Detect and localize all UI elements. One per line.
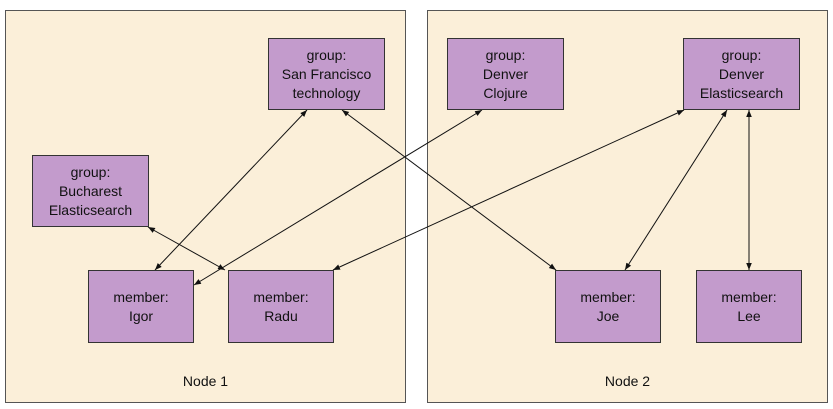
- group-label: group:: [485, 46, 526, 63]
- member-joe: member: Joe: [555, 270, 661, 343]
- member-label: member:: [253, 288, 309, 305]
- group-name-line2: technology: [292, 84, 361, 101]
- group-name-line1: Bucharest: [58, 182, 123, 199]
- member-igor: member: Igor: [88, 270, 194, 343]
- member-label: member:: [113, 288, 169, 305]
- group-denver-elasticsearch: group: Denver Elasticsearch: [683, 38, 800, 110]
- group-denver-clojure: group: Denver Clojure: [447, 38, 564, 110]
- group-bucharest-elasticsearch: group: Bucharest Elasticsearch: [32, 155, 149, 227]
- group-label: group:: [306, 46, 347, 63]
- group-label: group:: [70, 163, 111, 180]
- group-name-line2: Clojure: [483, 84, 528, 101]
- group-label: group:: [721, 46, 762, 63]
- link-igor-sf: [154, 109, 308, 271]
- member-radu: member: Radu: [228, 270, 334, 343]
- link-joe-sf: [341, 109, 557, 271]
- link-radu-bucharest: [147, 226, 226, 271]
- group-san-francisco-technology: group: San Francisco technology: [268, 38, 385, 110]
- member-lee: member: Lee: [696, 270, 802, 343]
- node-2-label: Node 2: [604, 373, 651, 389]
- link-radu-denver-es: [332, 109, 685, 271]
- member-name: Lee: [737, 307, 761, 324]
- group-name-line1: Denver: [482, 65, 529, 82]
- member-label: member:: [721, 288, 777, 305]
- member-name: Joe: [596, 307, 620, 324]
- link-igor-denver-clojure: [193, 109, 483, 286]
- group-name-line1: Denver: [718, 65, 765, 82]
- member-name: Radu: [264, 307, 298, 324]
- group-name-line1: San Francisco: [281, 65, 372, 82]
- link-joe-denver-es: [624, 109, 728, 271]
- member-name: Igor: [128, 307, 154, 324]
- member-label: member:: [580, 288, 636, 305]
- group-name-line2: Elasticsearch: [48, 201, 133, 218]
- node-1-label: Node 1: [182, 373, 229, 389]
- group-name-line2: Elasticsearch: [699, 84, 784, 101]
